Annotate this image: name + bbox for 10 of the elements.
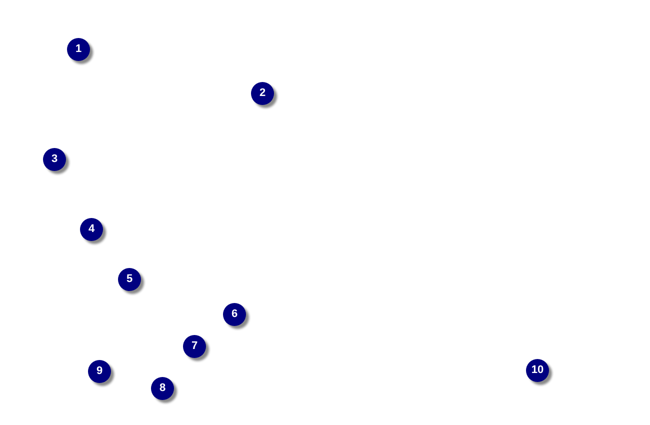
callout-number: 6 xyxy=(223,303,246,326)
callout-number: 2 xyxy=(251,82,274,105)
callout-number: 3 xyxy=(43,148,66,171)
callout-number: 4 xyxy=(80,218,103,241)
callout-number: 8 xyxy=(151,377,174,400)
callout-number: 10 xyxy=(526,359,549,382)
callout-number: 5 xyxy=(118,268,141,291)
callout-number: 1 xyxy=(67,38,90,61)
callout-number: 7 xyxy=(183,335,206,358)
callout-number: 9 xyxy=(88,360,111,383)
